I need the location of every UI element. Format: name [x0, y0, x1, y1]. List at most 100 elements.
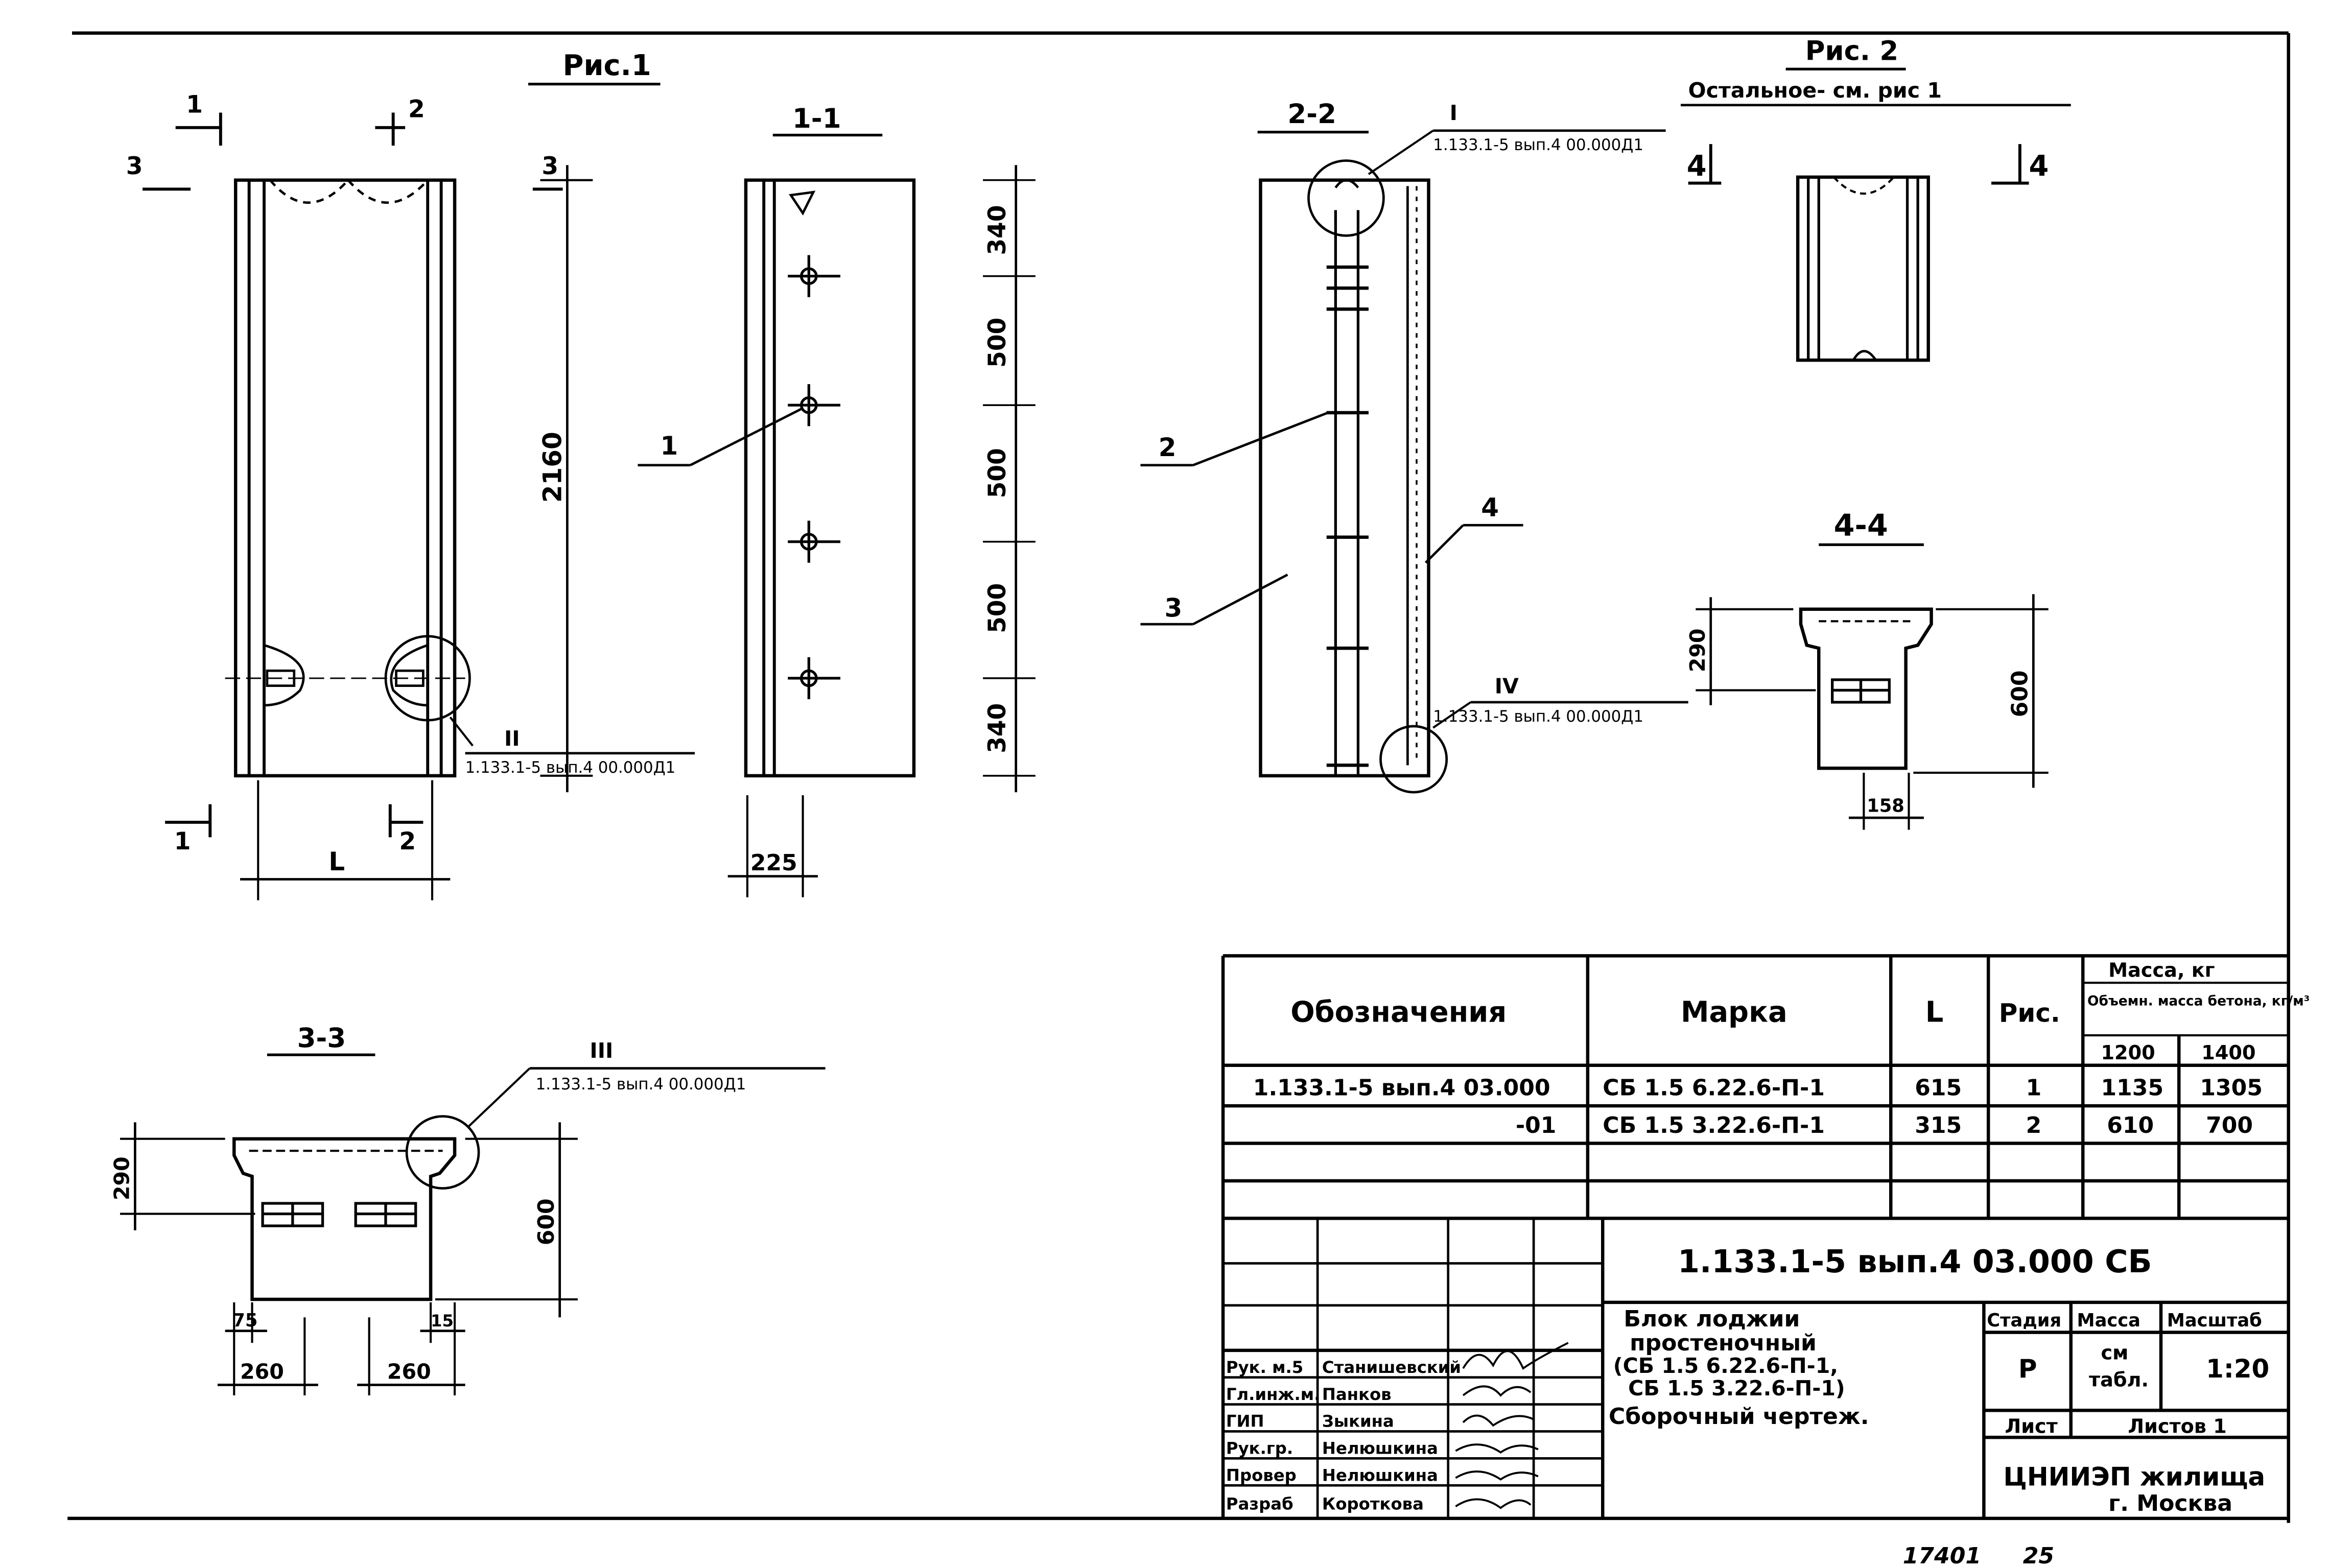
mass-value-1: см [2101, 1342, 2129, 1365]
stage-value: Р [2018, 1354, 2037, 1384]
row2-m1200: 610 [2107, 1112, 2154, 1138]
dim-225: 225 [750, 850, 797, 876]
signature-roles: Рук. м.5 Станишевский Гл.инж.м. Панков Г… [1226, 1358, 1461, 1513]
cut-mark-3-left: 3 [126, 152, 143, 180]
cut-mark-2-bottom: 2 [399, 827, 416, 856]
cut-mark-4-right: 4 [2029, 150, 2049, 183]
node-II-label: II [504, 726, 520, 751]
doc-code: 1.133.1-5 вып.4 03.000 СБ [1678, 1243, 2152, 1280]
node-III-ref: 1.133.1-5 вып.4 00.000Д1 [536, 1075, 746, 1094]
cut-mark-1-bottom: 1 [174, 827, 191, 856]
node-IV-label: IV [1495, 674, 1519, 698]
fig1-front-view: Рис.1 II 1.133.1-5 вып.4 00.000Д1 1 2 3 … [126, 49, 695, 900]
doc-name-5: Сборочный чертеж. [1609, 1404, 1869, 1430]
sheet-frame [67, 31, 2290, 1523]
row1-m1200: 1135 [2101, 1075, 2164, 1101]
spec-table: Обозначения Марка L Рис. Масса, кг Объем… [1221, 954, 2310, 1518]
sheet-label: Лист [2005, 1415, 2058, 1438]
name-1: Панков [1322, 1385, 1392, 1404]
dim-500-b: 500 [983, 448, 1011, 498]
org-line-2: г. Москва [2108, 1490, 2232, 1516]
fig2-front-view: Рис. 2 Остальное- см. рис 1 4 4 [1681, 36, 2071, 362]
header-density: Объемн. масса бетона, кг/м³ [2087, 993, 2310, 1009]
role-2: ГИП [1226, 1412, 1264, 1431]
callout-4: 4 [1481, 493, 1499, 522]
cut-mark-2-top: 2 [408, 95, 425, 123]
dim-260-a: 260 [240, 1360, 284, 1384]
mass-label: Масса [2077, 1310, 2140, 1331]
signatures [1455, 1342, 1569, 1509]
header-L: L [1925, 996, 1944, 1029]
dim-290-a: 290 [110, 1156, 134, 1200]
role-3: Рук.гр. [1226, 1439, 1293, 1458]
header-mark: Марка [1681, 996, 1787, 1029]
node-II-ref: 1.133.1-5 вып.4 00.000Д1 [465, 758, 676, 777]
node-I-ref: 1.133.1-5 вып.4 00.000Д1 [1433, 136, 1643, 154]
section-2-2-title: 2-2 [1287, 99, 1336, 130]
dim-15: 15 [431, 1311, 454, 1331]
section-3-3-title: 3-3 [297, 1023, 346, 1054]
node-I-label: I [1450, 101, 1457, 125]
org-line-1: ЦНИИЭП жилища [2004, 1462, 2266, 1491]
name-5: Короткова [1322, 1494, 1424, 1513]
sheets-label: Листов 1 [2128, 1415, 2226, 1438]
dim-600-b: 600 [2007, 670, 2033, 717]
dim-L: L [328, 847, 345, 876]
dim-290-b: 290 [1685, 628, 1710, 672]
role-0: Рук. м.5 [1226, 1358, 1303, 1377]
node-III-label: III [590, 1038, 613, 1063]
bolt-markers [788, 255, 840, 700]
doc-name-4: СБ 1.5 3.22.6-П-1) [1628, 1376, 1845, 1400]
node-IV-ref: 1.133.1-5 вып.4 00.000Д1 [1433, 707, 1643, 726]
section-4-4-title: 4-4 [1834, 508, 1888, 543]
fig2-note: Остальное- см. рис 1 [1688, 78, 1942, 103]
role-1: Гл.инж.м. [1226, 1385, 1321, 1404]
title-block: 1.133.1-5 вып.4 03.000 СБ Блок лоджии пр… [1223, 1218, 2289, 1518]
header-designation: Обозначения [1290, 996, 1507, 1029]
name-0: Станишевский [1322, 1358, 1461, 1377]
stage-label: Стадия [1987, 1310, 2061, 1331]
callout-1: 1 [661, 431, 678, 461]
row1-designation: 1.133.1-5 вып.4 03.000 [1253, 1075, 1550, 1101]
scale-label: Масштаб [2167, 1310, 2262, 1331]
row2-L: 315 [1915, 1112, 1962, 1138]
dim-600-a: 600 [533, 1198, 559, 1245]
dim-500-a: 500 [983, 318, 1011, 368]
dim-340-top: 340 [983, 205, 1011, 255]
role-5: Разраб [1226, 1494, 1293, 1513]
name-4: Нелюшкина [1322, 1465, 1438, 1485]
header-d1200: 1200 [2101, 1042, 2155, 1064]
dim-2160: 2160 [538, 432, 568, 503]
doc-name-2: простеночный [1630, 1330, 1817, 1356]
callout-2: 2 [1159, 433, 1177, 462]
dim-260-b: 260 [387, 1360, 431, 1384]
fig2-title: Рис. 2 [1805, 36, 1898, 67]
section-2-2: 2-2 I 1.133.1-5 вып.4 00.000Д1 IV 1.133.… [1140, 99, 1688, 794]
fig1-title: Рис.1 [563, 49, 651, 82]
name-2: Зыкина [1322, 1412, 1394, 1431]
archive-number: 17401 [1903, 1543, 1981, 1568]
section-3-3: 3-3 III 1.133.1-5 вып.4 00.000Д1 290 600… [110, 1023, 826, 1396]
row1-m1400: 1305 [2200, 1075, 2263, 1101]
row2-fig: 2 [2026, 1112, 2042, 1138]
callout-3: 3 [1165, 593, 1183, 623]
row2-m1400: 700 [2206, 1112, 2253, 1138]
scale-value: 1:20 [2206, 1354, 2269, 1384]
doc-name-3: (СБ 1.5 6.22.6-П-1, [1613, 1353, 1838, 1378]
name-3: Нелюшкина [1322, 1439, 1438, 1458]
cut-mark-1-top: 1 [186, 90, 203, 118]
row1-L: 615 [1915, 1075, 1962, 1101]
header-fig: Рис. [1999, 999, 2060, 1028]
page-number: 25 [2023, 1543, 2054, 1568]
row2-mark: СБ 1.5 3.22.6-П-1 [1603, 1112, 1825, 1138]
row1-mark: СБ 1.5 6.22.6-П-1 [1603, 1075, 1825, 1101]
role-4: Провер [1226, 1465, 1297, 1485]
doc-name-1: Блок лоджии [1624, 1306, 1800, 1332]
row1-fig: 1 [2026, 1075, 2042, 1101]
dim-75: 75 [232, 1310, 257, 1331]
cut-mark-3-right: 3 [542, 152, 558, 180]
section-4-4: 4-4 290 600 158 [1685, 508, 2049, 830]
section-1-1-title: 1-1 [792, 103, 841, 134]
dim-158: 158 [1867, 795, 1904, 816]
